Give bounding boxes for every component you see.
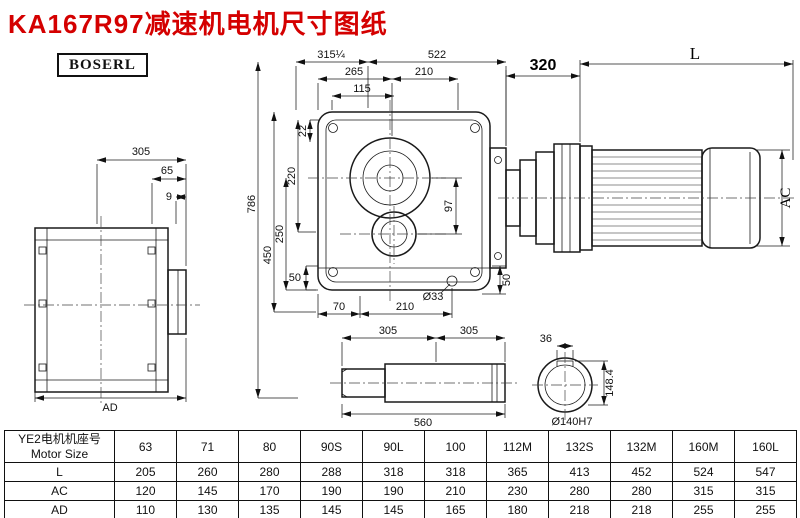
table-cell: 145 xyxy=(362,500,425,518)
dim-shaft-305-right: 305 xyxy=(460,325,478,337)
dim-front-97: 97 xyxy=(443,200,455,212)
dim-side-offset-a: 65 xyxy=(161,165,173,177)
table-cell: 110 xyxy=(114,500,177,518)
table-cell: 218 xyxy=(548,500,611,518)
table-cell: 205 xyxy=(114,462,177,482)
table-cell: 165 xyxy=(424,500,487,518)
table-header-motor-size: YE2电机机座号 Motor Size xyxy=(4,430,115,463)
table-cell: 280 xyxy=(238,462,301,482)
table-header-cell: 63 xyxy=(114,430,177,463)
dim-front-22: 22 xyxy=(297,125,309,137)
side-shaft-boss xyxy=(167,269,187,335)
table-row-l: L 205 260 280 288 318 318 365 413 452 52… xyxy=(4,462,797,482)
table-header-cell: 71 xyxy=(176,430,239,463)
dim-bore-36: 36 xyxy=(540,333,552,345)
table-cell: 230 xyxy=(486,481,549,501)
table-header-cell: 132S xyxy=(548,430,611,463)
dim-front-786: 786 xyxy=(246,195,258,213)
table-cell: 365 xyxy=(486,462,549,482)
table-cell: 190 xyxy=(362,481,425,501)
dim-front-265: 265 xyxy=(345,66,363,78)
table-cell: 145 xyxy=(176,481,239,501)
table-cell: 145 xyxy=(300,500,363,518)
table-cell: 288 xyxy=(300,462,363,482)
bore-view: 36 148.4 Ø140H7 xyxy=(532,333,616,428)
table-header-cell: 80 xyxy=(238,430,301,463)
header-label-en: Motor Size xyxy=(30,446,89,461)
table-cell: 210 xyxy=(424,481,487,501)
dim-front-70: 70 xyxy=(333,301,345,313)
dim-shaft-560: 560 xyxy=(414,417,432,429)
table-header-cell: 90S xyxy=(300,430,363,463)
dim-shaft-305-left: 305 xyxy=(379,325,397,337)
dim-side-offset-b: 9 xyxy=(166,191,172,203)
table-row-ac: AC 120 145 170 190 190 210 230 280 280 3… xyxy=(4,481,797,501)
dim-motor-l: L xyxy=(690,44,700,63)
table-cell: 315 xyxy=(672,481,735,501)
row-label: AC xyxy=(4,481,115,501)
table-cell: 255 xyxy=(734,500,797,518)
motor-size-table: YE2电机机座号 Motor Size 63 71 80 90S 90L 100… xyxy=(4,430,797,518)
table-cell: 135 xyxy=(238,500,301,518)
dim-front-522: 522 xyxy=(428,49,446,61)
side-view: 305 65 9 AD xyxy=(24,146,200,414)
table-cell: 524 xyxy=(672,462,735,482)
table-cell: 547 xyxy=(734,462,797,482)
table-cell: 130 xyxy=(176,500,239,518)
dim-front-315: 315¼ xyxy=(317,49,345,61)
table-header-cell: 160L xyxy=(734,430,797,463)
dim-motor-ac: AC xyxy=(778,188,794,209)
table-header-cell: 90L xyxy=(362,430,425,463)
table-cell: 120 xyxy=(114,481,177,501)
dim-front-dia33: Ø33 xyxy=(423,291,444,303)
dim-front-50-right: 50 xyxy=(501,274,513,286)
table-header-cell: 100 xyxy=(424,430,487,463)
motor-view: 320 L AC xyxy=(498,44,796,253)
dim-front-210-top: 210 xyxy=(415,66,433,78)
table-cell: 260 xyxy=(176,462,239,482)
table-header-cell: 160M xyxy=(672,430,735,463)
table-cell: 280 xyxy=(610,481,673,501)
table-cell: 190 xyxy=(300,481,363,501)
table-cell: 170 xyxy=(238,481,301,501)
table-cell: 180 xyxy=(486,500,549,518)
page-title: KA167R97减速机电机尺寸图纸 xyxy=(8,9,388,39)
dim-front-115: 115 xyxy=(353,83,371,95)
table-header-cell: 112M xyxy=(486,430,549,463)
table-header-row: YE2电机机座号 Motor Size 63 71 80 90S 90L 100… xyxy=(4,430,797,463)
table-cell: 218 xyxy=(610,500,673,518)
dim-bore-148: 148.4 xyxy=(604,369,616,397)
table-cell: 315 xyxy=(734,481,797,501)
dim-bore-dia140: Ø140H7 xyxy=(552,416,593,428)
table-header-cell: 132M xyxy=(610,430,673,463)
table-cell: 413 xyxy=(548,462,611,482)
table-row-ad: AD 110 130 135 145 145 165 180 218 218 2… xyxy=(4,500,797,518)
table-cell: 280 xyxy=(548,481,611,501)
dim-motor-320: 320 xyxy=(530,57,557,74)
shaft-view: 305 305 560 xyxy=(330,325,518,429)
dim-side-width: 305 xyxy=(132,146,150,158)
input-flange xyxy=(489,147,507,269)
row-label: AD xyxy=(4,500,115,518)
table-cell: 452 xyxy=(610,462,673,482)
table-cell: 318 xyxy=(362,462,425,482)
dim-front-450: 450 xyxy=(262,246,274,264)
foot-hole xyxy=(446,275,458,287)
front-view: 315¼ 522 265 210 115 22 220 250 450 786 … xyxy=(246,49,513,399)
dim-front-250: 250 xyxy=(274,225,286,243)
table-cell: 255 xyxy=(672,500,735,518)
header-label-cn: YE2电机机座号 xyxy=(18,431,101,446)
dim-side-ad: AD xyxy=(102,402,117,414)
table-cell: 318 xyxy=(424,462,487,482)
row-label: L xyxy=(4,462,115,482)
dim-front-220: 220 xyxy=(286,167,298,185)
dim-front-50-left: 50 xyxy=(289,272,301,284)
dim-front-210-bottom: 210 xyxy=(396,301,414,313)
brand-logo: BOSERL xyxy=(57,53,148,77)
